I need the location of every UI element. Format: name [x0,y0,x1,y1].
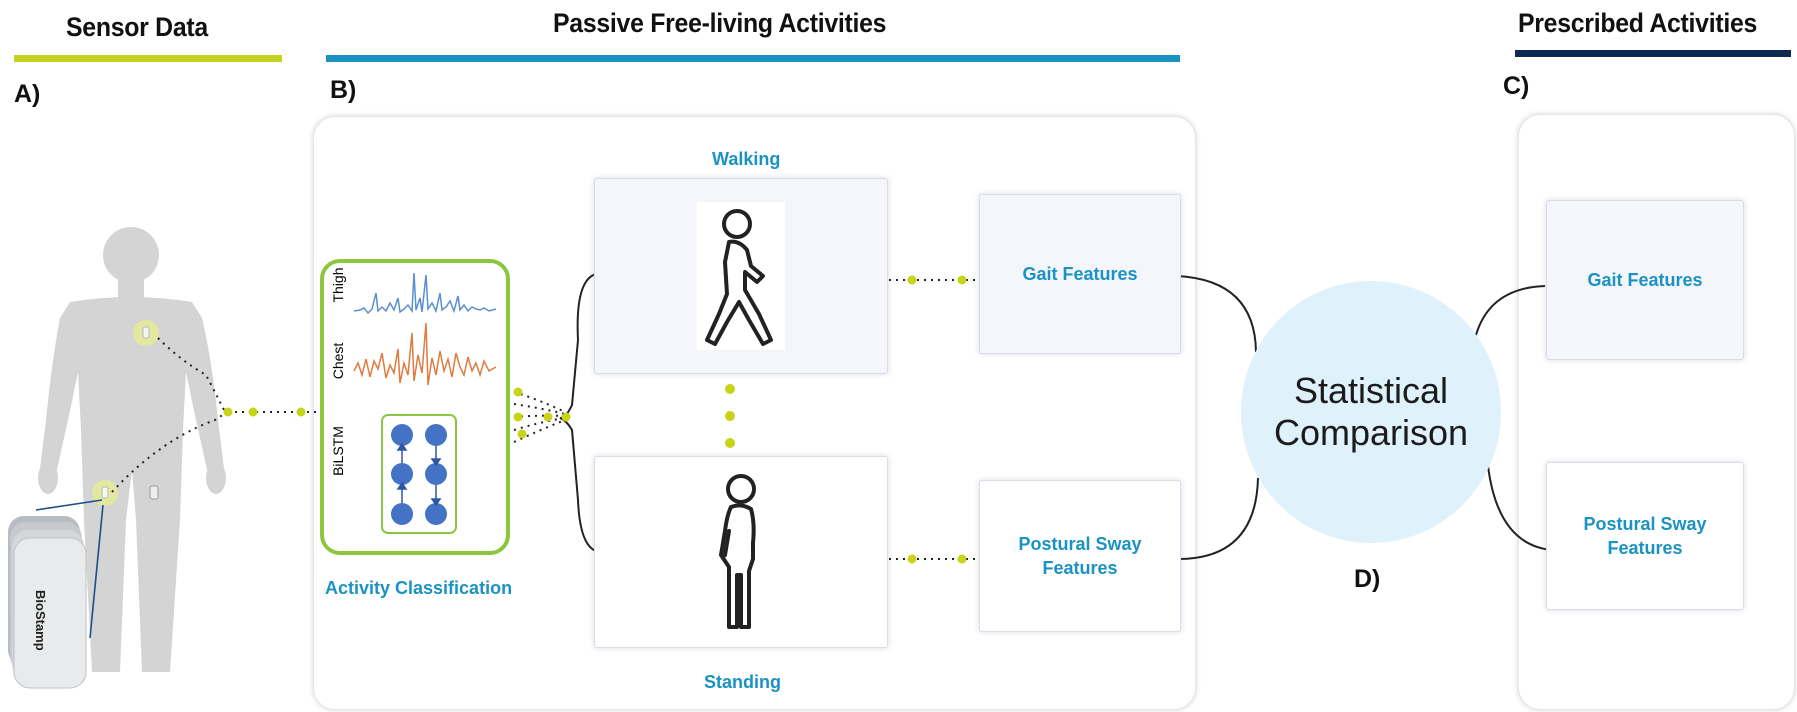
chest-signal-trace [353,322,497,386]
header-sensor-data: Sensor Data [66,12,208,42]
sway-line-1: Postural Sway [1583,514,1707,534]
panel-label-c: C) [1503,72,1530,100]
biostamp-label: BioStamp [33,590,48,651]
panel-label-a: A) [14,80,41,108]
biostamp-device: BioStamp [8,516,87,689]
walking-activity-box [594,178,888,374]
prescribed-gait-features-box: Gait Features [1546,200,1744,360]
passive-postural-sway-box: Postural Sway Features [979,480,1181,632]
passive-postural-sway-label: Postural Sway Features [1018,532,1141,580]
secondary-thigh-sensor-icon [149,485,159,500]
prescribed-activities-rule [1515,50,1791,57]
passive-activities-rule [326,55,1180,62]
thigh-signal-trace [353,272,497,315]
prescribed-postural-sway-label: Postural Sway Features [1583,512,1706,560]
sway-line-1: Postural Sway [1018,534,1142,554]
header-passive-activities: Passive Free-living Activities [553,8,887,38]
prescribed-gait-features-label: Gait Features [1587,270,1703,290]
comparison-line-2: Comparison [1273,412,1469,453]
sway-line-2: Features [1042,558,1118,578]
passive-gait-features-label: Gait Features [1022,264,1138,284]
standing-label: Standing [704,672,781,692]
prescribed-postural-sway-box: Postural Sway Features [1546,462,1744,610]
comparison-line-1: Statistical [1293,370,1449,411]
standing-person-icon [719,474,756,629]
standing-activity-box [594,456,888,648]
sensor-data-rule [14,55,282,62]
activity-classification-caption: Activity Classification [325,578,513,598]
human-body-figure: BioStamp [8,227,300,689]
walking-person-icon [697,202,785,350]
statistical-comparison-circle: Statistical Comparison [1241,281,1501,543]
panel-label-d: D) [1354,565,1381,593]
passive-gait-features-box: Gait Features [979,194,1181,354]
panel-label-b: B) [330,76,357,104]
activity-classifier-box: Thigh Chest BiLSTM [320,259,510,555]
walking-label: Walking [712,149,781,169]
header-prescribed-activities: Prescribed Activities [1518,8,1758,38]
sway-line-2: Features [1607,538,1683,558]
bilstm-nodes [391,424,447,525]
